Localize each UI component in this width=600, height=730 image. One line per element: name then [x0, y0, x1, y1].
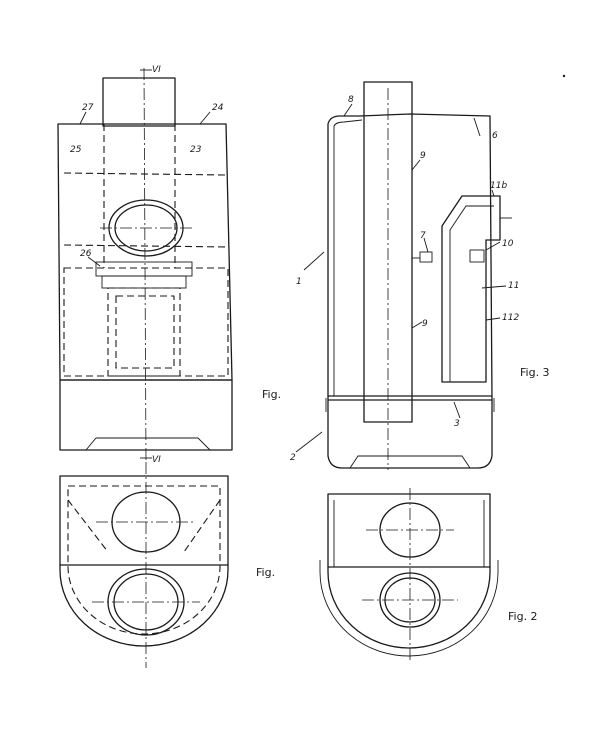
label-vi-bottom: VI	[152, 455, 161, 465]
label-3: 3	[454, 419, 460, 429]
stray-dot	[562, 74, 566, 78]
label-11: 11	[508, 281, 519, 291]
caption-fig-left-upper: Fig.	[262, 388, 281, 401]
figure-captions: Fig. Fig. Fig. 3 Fig. 2	[256, 366, 550, 623]
left-plan-view	[59, 462, 229, 668]
label-11b: 11b	[490, 181, 507, 191]
label-1: 1	[296, 277, 302, 287]
caption-fig-left-lower: Fig.	[256, 566, 275, 579]
caption-fig2: Fig. 2	[508, 610, 538, 623]
fig3-section-view	[295, 81, 512, 470]
label-9a: 9	[420, 151, 426, 161]
label-7: 7	[420, 231, 426, 241]
label-vi-top: VI	[152, 65, 161, 75]
label-2: 2	[290, 453, 296, 463]
label-10: 10	[502, 239, 514, 249]
caption-fig3: Fig. 3	[520, 366, 550, 379]
fig2-plan-view	[319, 488, 499, 660]
label-25: 25	[70, 145, 82, 155]
label-26: 26	[80, 249, 92, 259]
label-8: 8	[348, 95, 354, 105]
label-24: 24	[212, 103, 224, 113]
label-112: 112	[502, 313, 519, 323]
label-27: 27	[82, 103, 94, 113]
left-front-view	[57, 67, 233, 463]
label-6: 6	[492, 131, 498, 141]
label-9b: 9	[422, 319, 428, 329]
label-23: 23	[190, 145, 202, 155]
reference-numerals: VI VI 27 24 25 23 26 8 6 9 9 11b 7 10 1 …	[70, 65, 519, 465]
